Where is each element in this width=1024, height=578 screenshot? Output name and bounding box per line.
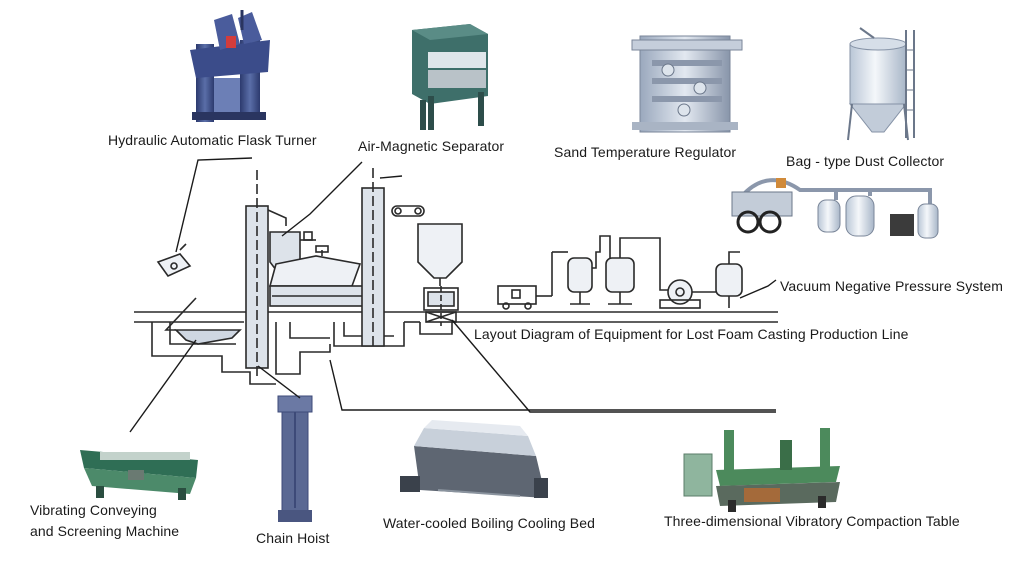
cooling-bed-icon — [400, 420, 548, 498]
label-flask-turner: Hydraulic Automatic Flask Turner — [108, 132, 317, 148]
label-vacuum-system: Vacuum Negative Pressure System — [780, 278, 1004, 294]
callout-lines — [129, 157, 777, 433]
label-chain-hoist: Chain Hoist — [256, 530, 330, 546]
dust-collector-icon — [847, 27, 915, 141]
vacuum-system-icon — [731, 178, 939, 239]
vibrating-screen-icon — [80, 450, 198, 500]
label-cooling-bed: Water-cooled Boiling Cooling Bed — [383, 515, 596, 531]
label-sand-temperature-regulator: Sand Temperature Regulator — [554, 144, 737, 160]
chain-hoist-icon — [277, 395, 313, 522]
sand-temperature-regulator-icon — [631, 35, 743, 133]
flask-turner-icon — [190, 10, 270, 122]
diagram-title: Layout Diagram of Equipment for Lost Foa… — [474, 326, 909, 342]
schematic-line-art — [134, 168, 778, 385]
label-compaction-table: Three-dimensional Vibratory Compaction T… — [664, 513, 960, 529]
air-magnetic-separator-icon — [412, 24, 488, 130]
label-dust-collector: Bag - type Dust Collector — [786, 153, 945, 169]
label-air-magnetic-separator: Air-Magnetic Separator — [358, 138, 505, 154]
compaction-table-icon — [683, 428, 840, 512]
label-vibrating-screen: Vibrating Conveying and Screening Machin… — [30, 502, 180, 539]
